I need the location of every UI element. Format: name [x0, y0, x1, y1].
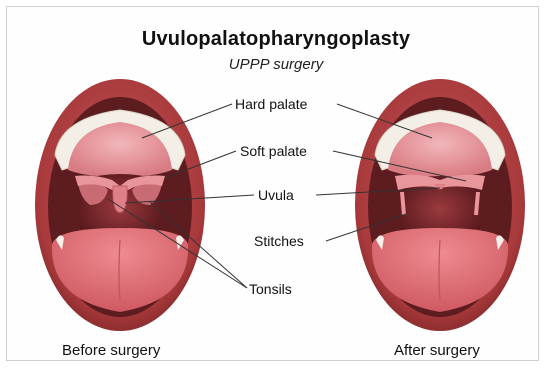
label-hard-palate: Hard palate	[235, 96, 307, 112]
label-uvula: Uvula	[258, 187, 294, 203]
label-soft-palate: Soft palate	[240, 143, 307, 159]
caption-after-surgery: After surgery	[394, 342, 480, 359]
mouth-after	[355, 79, 525, 331]
mouth-before	[35, 79, 205, 331]
uvula-before	[113, 186, 127, 213]
diagram-title: Uvulopalatopharyngoplasty	[0, 28, 552, 51]
caption-before-surgery: Before surgery	[62, 342, 160, 359]
diagram-subtitle: UPPP surgery	[0, 56, 552, 73]
label-tonsils: Tonsils	[249, 281, 292, 297]
label-stitches: Stitches	[254, 233, 304, 249]
